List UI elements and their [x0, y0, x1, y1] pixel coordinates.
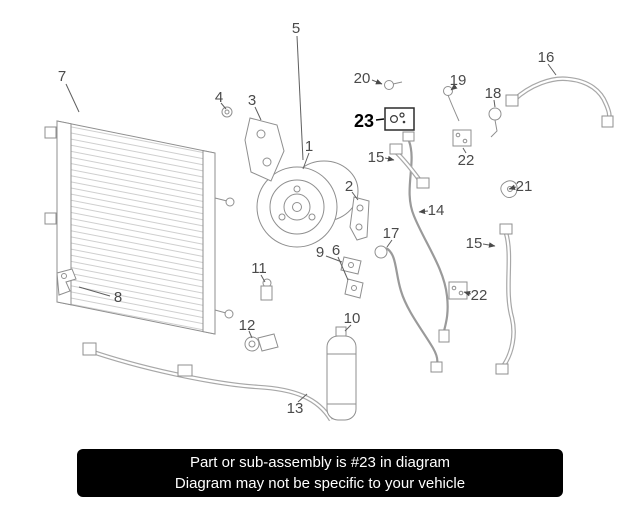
pipe-part-14	[402, 131, 450, 343]
part-callout-21: 21	[516, 178, 533, 195]
part-callout-11: 11	[251, 260, 267, 277]
part-callout-22: 22	[471, 287, 488, 304]
hose-part-13	[82, 342, 333, 422]
part-callout-17: 17	[383, 225, 400, 242]
bracket-part-12	[244, 333, 279, 352]
part-callout-1: 1	[305, 138, 313, 155]
bracket-part-3	[244, 117, 285, 182]
part-callout-8: 8	[114, 289, 122, 306]
valve-part-20	[384, 80, 403, 90]
part-callout-12: 12	[239, 317, 256, 334]
hose-part-15-right	[495, 223, 516, 375]
banner-part-line: Part or sub-assembly is #23 in diagram	[189, 454, 451, 471]
part-callout-9: 9	[316, 244, 324, 261]
bracket-part-6	[344, 278, 364, 299]
bracket-part-22-upper	[452, 129, 472, 147]
notice-banner: Part or sub-assembly is #23 in diagram D…	[77, 449, 563, 497]
banner-disclaimer-line: Diagram may not be specific to your vehi…	[174, 475, 466, 492]
part-callout-7: 7	[58, 68, 66, 85]
clip-part-8	[56, 268, 77, 296]
valve-part-19	[443, 86, 460, 122]
hose-part-16	[505, 76, 614, 128]
part-callout-3: 3	[248, 92, 256, 109]
part-callout-4: 4	[215, 89, 223, 106]
part-callout-2: 2	[345, 178, 353, 195]
highlighted-part-23-box	[384, 107, 415, 131]
part-callout-5: 5	[292, 20, 300, 37]
part-callout-23-highlighted: 23	[354, 111, 374, 131]
part-callout-13: 13	[287, 400, 304, 417]
hose-part-15-left	[389, 143, 430, 189]
condenser-part	[44, 120, 235, 335]
part-callout-15: 15	[466, 235, 483, 252]
bolt-part-4	[221, 106, 233, 118]
receiver-drier-part-10	[326, 326, 357, 421]
part-callout-19: 19	[450, 72, 467, 89]
part-callout-22: 22	[458, 152, 475, 169]
part-callout-6: 6	[332, 242, 340, 259]
part-callout-18: 18	[485, 85, 502, 102]
bracket-part-22-lower	[448, 281, 468, 300]
part-callout-10: 10	[344, 310, 361, 327]
pipe-part-17	[374, 245, 443, 373]
compressor-part-1	[256, 160, 359, 248]
valve-part-11	[260, 278, 273, 301]
part-callout-20: 20	[354, 70, 371, 87]
bracket-part-2	[349, 196, 370, 241]
part-callout-14: 14	[428, 202, 445, 219]
part-callout-16: 16	[538, 49, 555, 66]
leader-lines	[65, 35, 557, 403]
fitting-part-18	[488, 107, 502, 138]
clip-part-21	[500, 180, 518, 198]
part-callout-15: 15	[368, 149, 385, 166]
